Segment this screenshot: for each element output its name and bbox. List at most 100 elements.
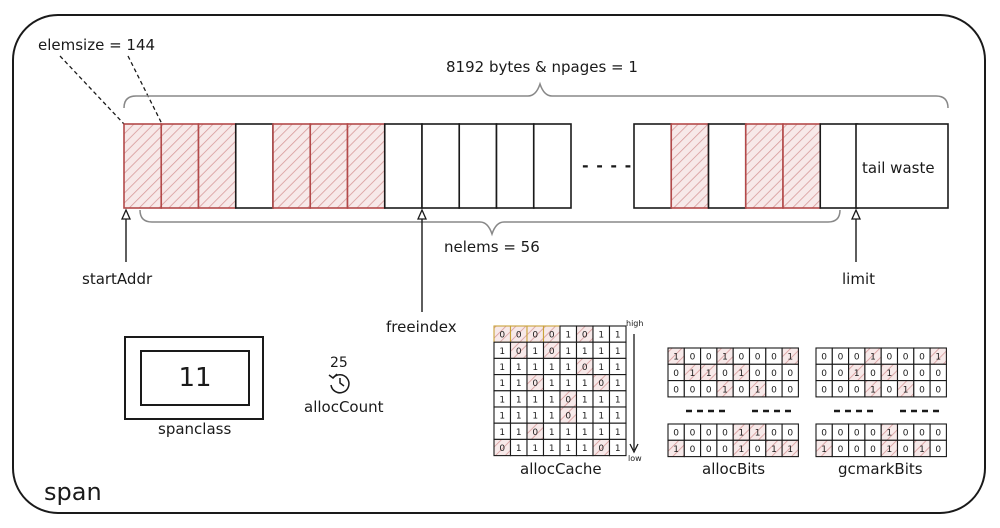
abits-cell-value: 1 (690, 369, 696, 379)
alloc-cache-cell-value: 1 (549, 363, 555, 373)
span-slots (123, 123, 949, 209)
gbits-cell-value: 0 (903, 445, 909, 455)
alloc-cache-cell-value: 1 (532, 395, 538, 405)
span-slot (234, 123, 274, 209)
abits-cell-value: 0 (706, 445, 712, 455)
gbits-cell-value: 0 (886, 385, 892, 395)
alloc-cache-cell-value: 1 (516, 395, 522, 405)
alloc-cache-cell-value: 1 (565, 347, 571, 357)
abits-cell-value: 0 (690, 429, 696, 439)
span-frame (12, 14, 986, 514)
alloc-cache-cell-value: 0 (516, 331, 522, 341)
alloc-cache-cell-value: 0 (565, 412, 571, 422)
gbits-cell-value: 1 (854, 369, 860, 379)
gbits-cell-value: 0 (838, 429, 844, 439)
alloc-cache-cell-value: 1 (565, 428, 571, 438)
span-slot (707, 123, 747, 209)
start-addr-label: startAddr (82, 270, 153, 288)
gbits-cell-value: 0 (854, 353, 860, 363)
gbits-cell-value: 0 (821, 353, 827, 363)
gbits-cell-value: 0 (935, 369, 941, 379)
gbits-cell-value: 1 (886, 369, 892, 379)
alloc-cache-cell-value: 1 (499, 412, 505, 422)
elemsize-guide-left (59, 55, 125, 125)
alloc-cache-cell-value: 1 (598, 412, 604, 422)
gbits-cell-value: 1 (821, 445, 827, 455)
alloc-cache-cell-value: 1 (532, 412, 538, 422)
gbits-cell-value: 0 (838, 369, 844, 379)
gbits-cell-value: 0 (935, 445, 941, 455)
span-slot (123, 123, 163, 209)
gbits-cell-value: 0 (838, 385, 844, 395)
elemsize-label: elemsize = 144 (38, 36, 156, 54)
spanclass-box: 11 (124, 336, 264, 420)
alloc-count-label: allocCount (304, 398, 384, 416)
slots-ellipsis: - - - - (582, 156, 633, 175)
abits-cell-value: 0 (706, 429, 712, 439)
abits-cell-value: 0 (706, 353, 712, 363)
alloc-cache-label: allocCache (520, 460, 602, 478)
alloc-cache-cell-value: 1 (516, 412, 522, 422)
gbits-cell-value: 0 (870, 429, 876, 439)
abits-cell-value: 0 (673, 385, 679, 395)
abits-cell-value: 0 (787, 385, 793, 395)
span-slot (458, 123, 498, 209)
alloc-cache-cell-value: 1 (549, 412, 555, 422)
abits-cell-value: 1 (787, 353, 793, 363)
gcmark-bits-label: gcmarkBits (838, 460, 923, 478)
gbits-cell-value: 0 (935, 429, 941, 439)
alloc-cache-cell-value: 0 (598, 444, 604, 454)
alloc-cache-cell-value: 1 (499, 379, 505, 389)
gbits-cell-value: 1 (903, 385, 909, 395)
gbits-cell-value: 0 (838, 445, 844, 455)
abits-cell-value: 0 (787, 369, 793, 379)
alloc-cache-cell-value: 0 (499, 331, 505, 341)
abits-cell-value: 1 (738, 429, 744, 439)
span-slot (383, 123, 423, 209)
alloc-cache-cell-value: 0 (549, 347, 555, 357)
alloc-cache-cell-value: 0 (549, 331, 555, 341)
abits-cell-value: 1 (673, 353, 679, 363)
gbits-cell-value: 0 (821, 385, 827, 395)
gbits-cell-value: 1 (886, 445, 892, 455)
gbits-cell-value: 1 (886, 429, 892, 439)
span-slot (197, 123, 237, 209)
span-title: span (44, 478, 102, 506)
alloc-cache-cell-value: 1 (516, 363, 522, 373)
gbits-cell-value: 0 (919, 385, 925, 395)
gbits-cell-value: 0 (903, 429, 909, 439)
gbits-cell-value: 0 (870, 445, 876, 455)
abits-cell-value: 0 (690, 353, 696, 363)
alloc-cache-cell-value: 1 (532, 363, 538, 373)
gbits-cell-value: 1 (870, 385, 876, 395)
alloc-cache-cell-value: 1 (582, 395, 588, 405)
abits-cell-value: 0 (771, 369, 777, 379)
abits-cell-value: 1 (673, 445, 679, 455)
abits-cell-value: 0 (755, 369, 761, 379)
abits-cell-value: 0 (706, 385, 712, 395)
alloc-cache-cell-value: 1 (532, 347, 538, 357)
alloc-cache-cell-value: 1 (516, 379, 522, 389)
span-slot (421, 123, 461, 209)
alloc-cache-cell-value: 0 (582, 363, 588, 373)
alloc-cache-cell-value: 1 (615, 428, 621, 438)
gbits-cell-value: 0 (854, 385, 860, 395)
alloc-cache-cell-value: 1 (565, 331, 571, 341)
alloc-cache-cell-value: 1 (516, 428, 522, 438)
alloc-cache-cell-value: 1 (615, 363, 621, 373)
alloc-cache-cell-value: 0 (565, 395, 571, 405)
gbits-cell-value: 0 (821, 429, 827, 439)
alloc-cache-cell-value: 1 (615, 347, 621, 357)
span-slot (309, 123, 349, 209)
abits-cell-value: 0 (771, 353, 777, 363)
limit-arrow (850, 208, 862, 262)
abits-cell-value: 0 (673, 429, 679, 439)
bytes-brace (123, 81, 949, 109)
alloc-cache-cell-value: 1 (598, 428, 604, 438)
gbits-cell-value: 0 (870, 369, 876, 379)
